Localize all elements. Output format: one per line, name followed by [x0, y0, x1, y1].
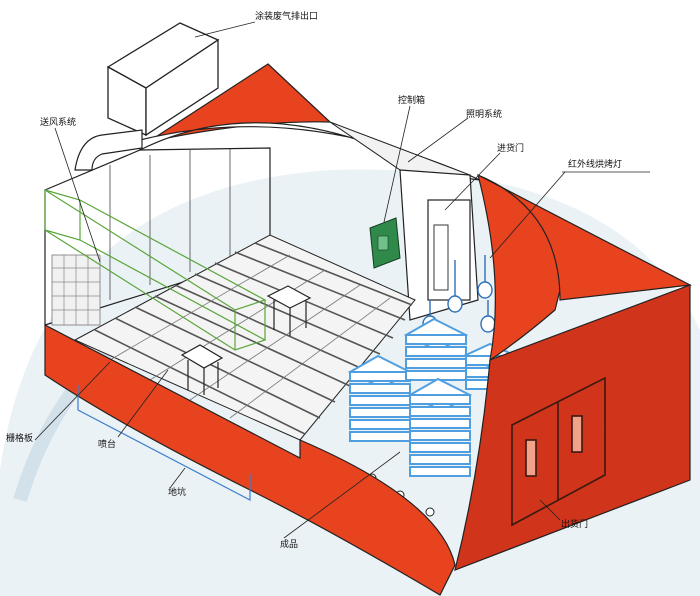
- wall-grating-panel: [51, 254, 101, 326]
- left-wall: [44, 147, 271, 326]
- label-air-supply-system: 送风系统: [40, 118, 77, 128]
- product-stack-1: [331, 354, 413, 483]
- label-lighting-system: 照明系统: [466, 110, 503, 120]
- label-exit-door: 出货门: [561, 520, 589, 530]
- pit-outline: [77, 385, 251, 501]
- label-infrared-lamp: 红外线烘烤灯: [568, 160, 623, 170]
- exhaust-duct: [106, 22, 220, 137]
- spray-table-right: [266, 285, 312, 336]
- air-supply-box: [44, 189, 267, 351]
- front-left-red-wall: [44, 324, 456, 596]
- label-exhaust-outlet: 涂装废气排出口: [255, 12, 319, 22]
- right-red-gable: [477, 174, 693, 301]
- label-entry-door: 进货门: [497, 144, 525, 154]
- leader-lines: [34, 21, 650, 539]
- spray-table-left: [180, 344, 224, 395]
- entry-door: [427, 199, 471, 301]
- air-supply-tube: [74, 129, 143, 171]
- entry-door-inner: [433, 224, 449, 291]
- label-control-box: 控制箱: [398, 96, 426, 106]
- label-spray-table: 喷台: [98, 440, 117, 450]
- exit-door: [511, 376, 606, 527]
- control-box: [369, 217, 401, 269]
- label-grating-board: 栅格板: [6, 434, 34, 444]
- label-finished-product: 成品: [280, 540, 299, 550]
- label-pit: 地坑: [168, 488, 187, 498]
